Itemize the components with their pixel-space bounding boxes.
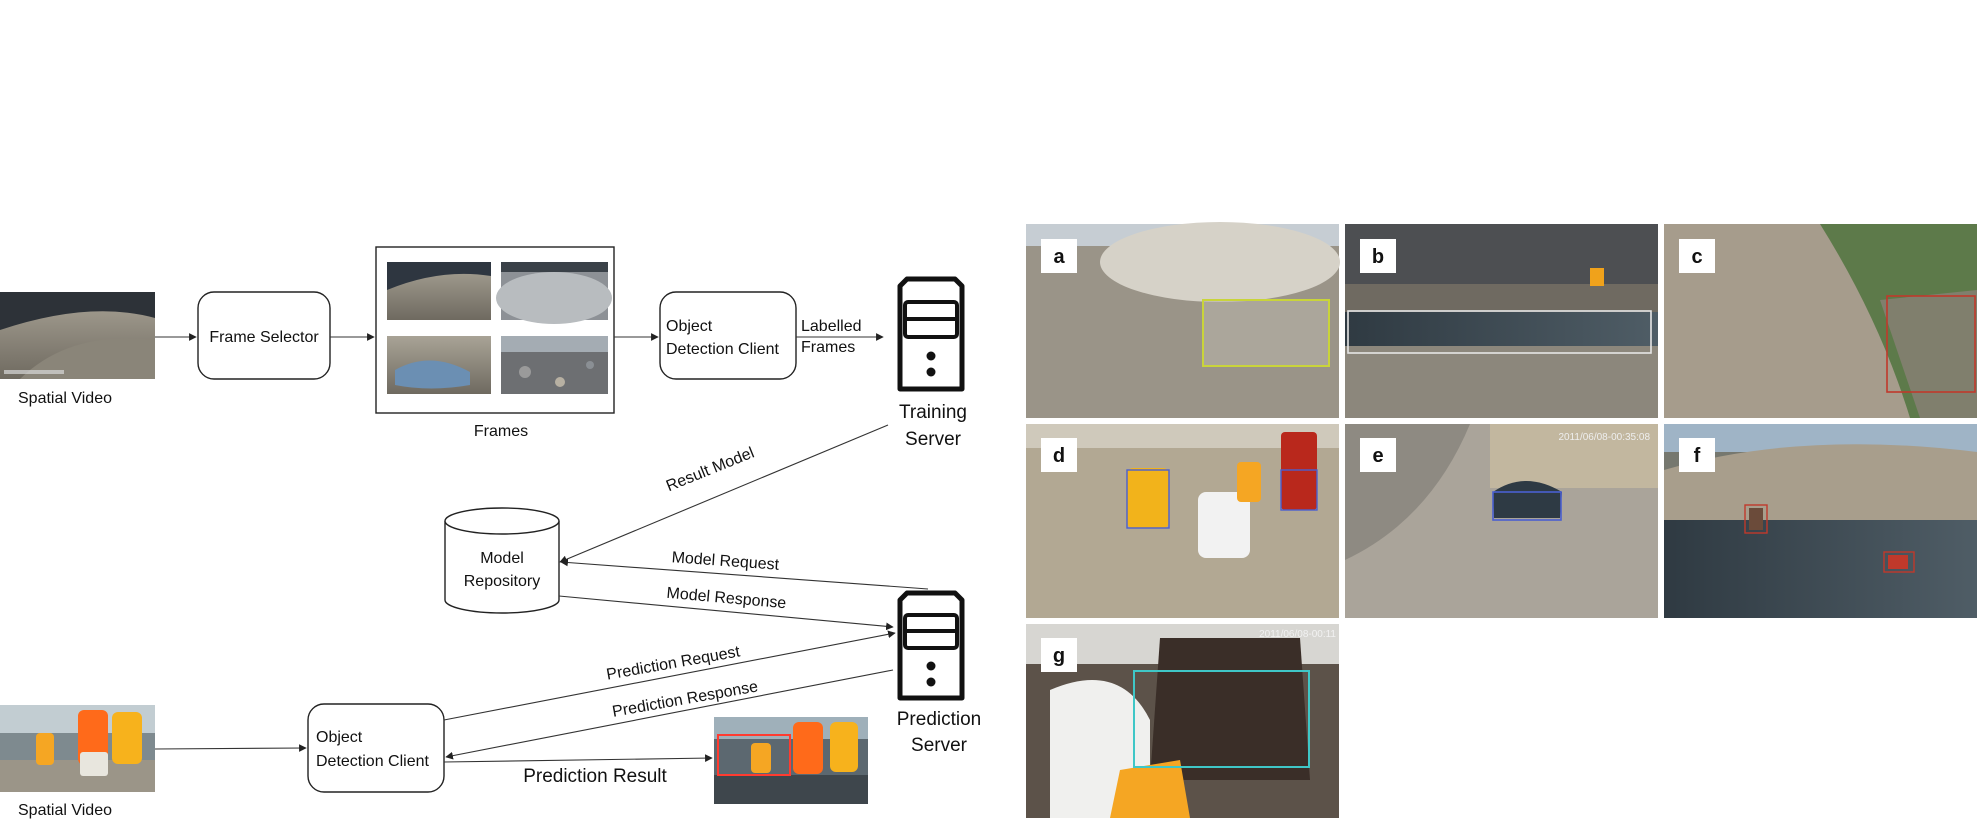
arrow-video-to-client-bottom: [154, 744, 307, 752]
example-label-e: e: [1372, 445, 1383, 467]
frame-thumbnail-1: [387, 262, 491, 320]
frame-selector-node: [197, 291, 331, 380]
training-server-icon: [897, 276, 965, 392]
example-timestamp-g: 2011/06/08-00:11: [1259, 629, 1336, 640]
labelled-frames-line1: Labelled: [801, 318, 862, 335]
example-panel-g: 2011/06/08-00:11 g: [1026, 624, 1339, 818]
arrow-training-to-repository: [559, 424, 889, 563]
od-client-bottom-line1: Object: [316, 729, 363, 746]
model-repository-line2: Repository: [464, 573, 540, 590]
example-panel-a: a: [1026, 222, 1340, 418]
od-client-top-line1: Object: [666, 318, 713, 335]
spatial-video-label-bottom: Spatial Video: [18, 802, 112, 819]
prediction-result-label: Prediction Result: [523, 766, 667, 787]
arrow-model-response: [558, 595, 894, 631]
frame-thumbnail-2: [496, 262, 612, 324]
spatial-video-label-top: Spatial Video: [18, 390, 112, 407]
result-model-label: Result Model: [664, 444, 757, 495]
example-label-g: g: [1053, 645, 1065, 667]
model-repository-node: [444, 507, 560, 614]
example-timestamp-e: 2011/06/08-00:35:08: [1558, 432, 1650, 443]
spatial-video-thumbnail-bottom: [0, 705, 155, 792]
example-panel-d: d: [1026, 424, 1339, 618]
example-label-b: b: [1372, 246, 1384, 268]
prediction-request-label: Prediction Request: [605, 643, 742, 683]
prediction-response-label: Prediction Response: [611, 678, 759, 720]
example-panel-e: 2011/06/08-00:35:08 e: [1345, 424, 1658, 618]
example-label-f: f: [1694, 445, 1701, 467]
frame-thumbnail-3: [387, 336, 491, 394]
training-server-line2: Server: [905, 429, 962, 450]
example-label-c: c: [1691, 246, 1702, 268]
object-detection-client-bottom-node: [307, 703, 445, 793]
prediction-result-thumbnail: [714, 717, 868, 804]
prediction-server-line1: Prediction: [897, 709, 982, 730]
prediction-server-line2: Server: [911, 735, 968, 756]
arrow-model-request: [560, 558, 929, 590]
arrow-prediction-request: [443, 630, 896, 721]
od-client-top-line2: Detection Client: [666, 341, 780, 358]
frames-caption: Frames: [474, 423, 528, 440]
example-label-a: a: [1053, 246, 1065, 268]
object-detection-client-top-node: [659, 291, 797, 380]
arrow-prediction-response: [445, 669, 894, 760]
od-client-bottom-line2: Detection Client: [316, 753, 430, 770]
frame-thumbnail-4: [501, 336, 608, 394]
example-panel-f: f: [1664, 424, 1977, 618]
spatial-video-thumbnail-top: [0, 292, 155, 379]
arrow-prediction-result: [443, 754, 713, 763]
prediction-server-icon: [897, 590, 965, 701]
training-server-line1: Training: [899, 402, 967, 423]
example-panel-c: c: [1664, 224, 1977, 418]
example-panel-b: b: [1345, 224, 1658, 418]
model-repository-line1: Model: [480, 550, 524, 567]
labelled-frames-line2: Frames: [801, 339, 855, 356]
model-request-label: Model Request: [671, 549, 780, 574]
frame-selector-label: Frame Selector: [209, 329, 319, 346]
example-label-d: d: [1053, 445, 1065, 467]
